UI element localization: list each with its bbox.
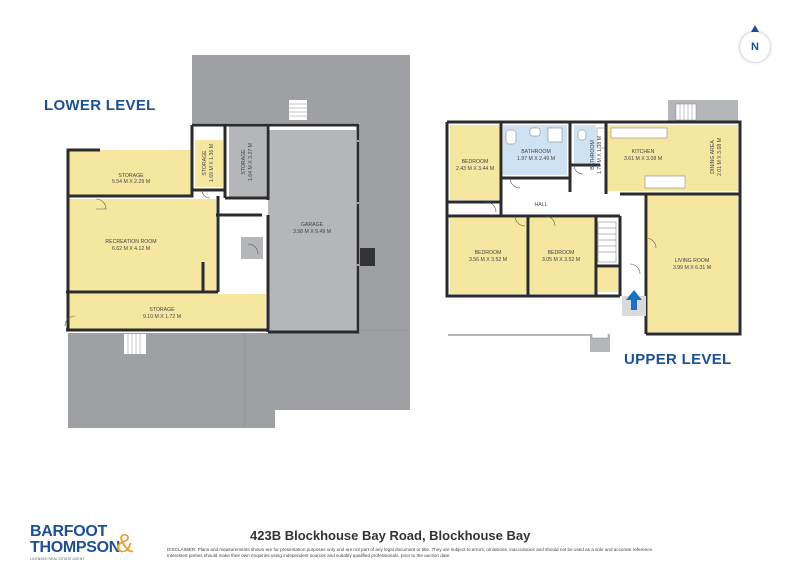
logo-ampersand: & bbox=[116, 528, 134, 558]
property-address: 423B Blockhouse Bay Road, Blockhouse Bay bbox=[250, 528, 531, 543]
storage-room-top bbox=[68, 150, 192, 196]
bedroom-1-label: BEDROOM bbox=[462, 159, 489, 165]
living-room-dims: 3.99 M X 6.31 M bbox=[673, 265, 711, 271]
living-room-label: LIVING ROOM bbox=[675, 258, 710, 264]
upper-walls bbox=[445, 120, 742, 336]
storage-bottom-dims: 9.10 M X 1.72 M bbox=[143, 314, 181, 320]
lower-door-swings bbox=[64, 189, 259, 327]
kitchen-counter bbox=[610, 127, 668, 139]
bathroom-2-label: BATHROOM bbox=[590, 140, 596, 170]
logo-line-2: THOMPSON bbox=[30, 539, 121, 556]
bedroom-3-label: BEDROOM bbox=[548, 250, 575, 256]
recreation-room-dims: 6.62 M X 4.12 M bbox=[112, 246, 150, 252]
brand-logo: BARFOOT THOMPSON & LICENSED REAL ESTATE … bbox=[30, 523, 140, 562]
bathroom-2-dims: 1.71 M X 1.38 M bbox=[597, 136, 603, 174]
upper-door-swings bbox=[485, 164, 657, 275]
storage-narrow-1-dims: 1.69 M X 1.36 M bbox=[209, 144, 215, 182]
storage-top-label: STORAGE bbox=[118, 173, 144, 179]
logo-tagline: LICENSED REAL ESTATE AGENT bbox=[30, 557, 85, 561]
disclaimer-text: DISCLAIMER: Plans and measurements shown… bbox=[167, 547, 654, 558]
bathroom-1-label: BATHROOM bbox=[521, 149, 551, 155]
compass-north-icon: N bbox=[740, 25, 770, 62]
kitchen-island bbox=[644, 175, 686, 189]
garage-label: GARAGE bbox=[301, 222, 324, 228]
recreation-room bbox=[68, 199, 216, 292]
dining-area-label: DINING AREA bbox=[710, 140, 716, 174]
storage-narrow-2-label: STORAGE bbox=[241, 149, 247, 175]
upper-stairs bbox=[597, 221, 617, 263]
garage-dims: 3.98 M X 9.49 M bbox=[293, 229, 331, 235]
bathroom-fixtures bbox=[505, 127, 606, 149]
logo-line-1: BARFOOT bbox=[30, 523, 108, 540]
recreation-room-label: RECREATION ROOM bbox=[105, 239, 156, 245]
bedroom-bottom-middle bbox=[530, 218, 595, 294]
entry-arrow-icon bbox=[622, 290, 646, 316]
lower-steps-bottom bbox=[124, 334, 146, 354]
lower-deck-bottom bbox=[68, 330, 410, 428]
storage-narrow-2-dims: 1.64 M X 3.27 M bbox=[248, 143, 254, 181]
lower-walls bbox=[66, 123, 360, 334]
garage bbox=[268, 130, 356, 332]
living-room bbox=[648, 194, 738, 332]
storage-room-narrow bbox=[195, 140, 223, 187]
kitchen-dims: 3.61 M X 3.08 M bbox=[624, 156, 662, 162]
bedroom-2-label: BEDROOM bbox=[475, 250, 502, 256]
storage-bottom-label: STORAGE bbox=[149, 307, 175, 313]
bedroom-top-left bbox=[450, 125, 500, 200]
upper-level-title: UPPER LEVEL bbox=[624, 351, 732, 368]
kitchen-label: KITCHEN bbox=[632, 149, 655, 155]
lower-level-title: LOWER LEVEL bbox=[44, 97, 156, 114]
storage-narrow-1-label: STORAGE bbox=[202, 150, 208, 176]
bathroom-1-dims: 1.97 M X 2.49 M bbox=[517, 156, 555, 162]
lower-steps-top bbox=[289, 100, 307, 120]
hall-label: HALL bbox=[535, 202, 548, 208]
bedroom-bottom-left bbox=[450, 218, 528, 294]
dining-area-dims: 2.01 M X 3.08 M bbox=[717, 138, 723, 176]
bedroom-2-dims: 3.56 M X 3.52 M bbox=[469, 257, 507, 263]
bedroom-3-dims: 3.05 M X 3.52 M bbox=[542, 257, 580, 263]
storage-top-dims: 5.54 M X 2.29 M bbox=[112, 179, 150, 185]
garage-pillar bbox=[360, 248, 375, 266]
bedroom-1-dims: 2.43 M X 3.44 M bbox=[456, 166, 494, 172]
storage-room-grey bbox=[229, 126, 266, 198]
storage-room-bottom bbox=[68, 294, 266, 330]
